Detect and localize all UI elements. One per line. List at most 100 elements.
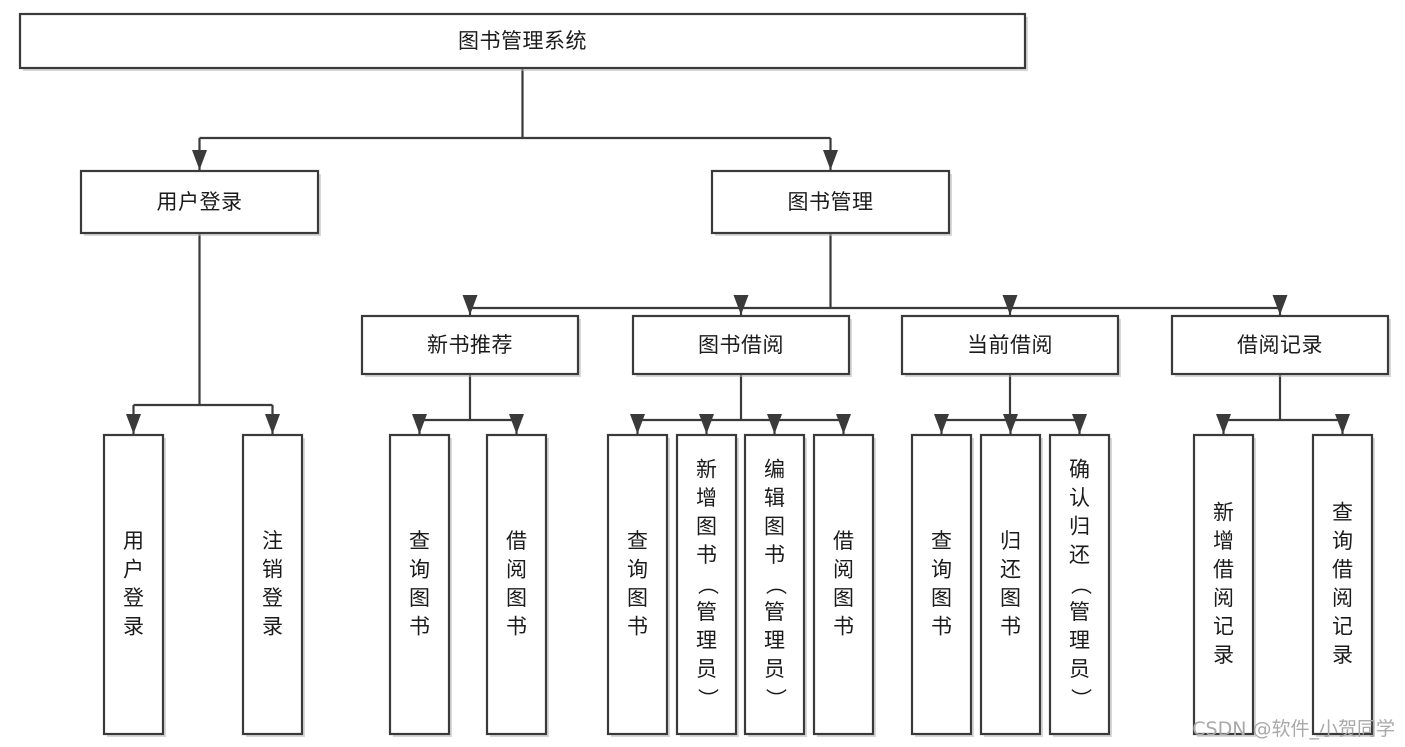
svg-text:管: 管 (1069, 600, 1090, 624)
svg-text:管: 管 (764, 600, 785, 624)
svg-text:）: ） (764, 688, 788, 709)
svg-text:查: 查 (1332, 500, 1353, 524)
svg-text:新: 新 (1213, 500, 1234, 524)
svg-text:记: 记 (1332, 614, 1353, 638)
svg-text:询: 询 (409, 557, 430, 581)
svg-text:（: （ (696, 574, 720, 595)
svg-text:增: 增 (1213, 529, 1234, 553)
svg-text:书: 书 (764, 543, 785, 567)
svg-text:户: 户 (123, 557, 144, 581)
svg-text:编: 编 (764, 458, 785, 482)
svg-text:图: 图 (764, 515, 785, 539)
svg-text:员: 员 (764, 657, 785, 681)
node-label: 用户登录 (157, 190, 243, 214)
node-current-borrow[interactable]: 当前借阅 (900, 314, 1121, 377)
svg-text:录: 录 (1213, 643, 1234, 667)
svg-text:询: 询 (931, 557, 952, 581)
svg-text:查: 查 (409, 529, 430, 553)
edges-layer (126, 68, 1350, 434)
svg-text:书: 书 (931, 614, 952, 638)
svg-text:图: 图 (627, 586, 648, 610)
svg-text:认: 认 (1069, 486, 1090, 510)
svg-text:员: 员 (696, 657, 717, 681)
svg-text:书: 书 (1000, 614, 1021, 638)
svg-text:还: 还 (1069, 543, 1090, 567)
svg-text:辑: 辑 (764, 486, 785, 510)
svg-text:确: 确 (1069, 458, 1090, 482)
svg-text:查: 查 (931, 529, 952, 553)
edge-group-user-login (126, 233, 280, 434)
csdn-watermark: CSDN @软件_小贺同学 (1192, 718, 1395, 740)
svg-text:（: （ (764, 574, 788, 595)
svg-text:理: 理 (696, 629, 717, 653)
svg-text:员: 员 (1069, 657, 1090, 681)
svg-text:记: 记 (1213, 614, 1234, 638)
svg-text:阅: 阅 (506, 557, 527, 581)
svg-text:录: 录 (262, 614, 283, 638)
edge-group-book-manage (462, 233, 1288, 315)
node-user-login[interactable]: 用户登录 (79, 169, 321, 236)
node-book-borrow[interactable]: 图书借阅 (631, 314, 852, 377)
svg-text:新: 新 (696, 458, 717, 482)
svg-text:查: 查 (627, 529, 648, 553)
svg-text:还: 还 (1000, 557, 1021, 581)
node-new-book-rec[interactable]: 新书推荐 (360, 314, 581, 377)
svg-text:归: 归 (1000, 529, 1021, 553)
svg-text:图: 图 (409, 586, 430, 610)
svg-text:）: ） (1069, 688, 1093, 709)
svg-text:录: 录 (123, 614, 144, 638)
svg-text:销: 销 (262, 557, 283, 581)
svg-text:管: 管 (696, 600, 717, 624)
edge-group-root (192, 68, 838, 170)
node-label: 图书管理 (788, 190, 874, 214)
node-label: 当前借阅 (967, 333, 1053, 357)
node-book-manage[interactable]: 图书管理 (710, 169, 952, 236)
svg-text:借: 借 (1213, 557, 1234, 581)
node-label: 新书推荐 (427, 333, 513, 357)
node-label: 图书管理系统 (458, 29, 587, 53)
node-root[interactable]: 图书管理系统 (18, 12, 1028, 71)
edge-group-book-borrow (630, 374, 851, 434)
edge-group-borrow-record (1216, 374, 1350, 434)
svg-text:书: 书 (696, 543, 717, 567)
svg-text:（: （ (1069, 574, 1093, 595)
svg-text:询: 询 (1332, 529, 1353, 553)
node-leaf-user-login[interactable]: 用户登录 (102, 433, 166, 737)
node-borrow-record[interactable]: 借阅记录 (1170, 314, 1391, 377)
svg-text:书: 书 (833, 614, 854, 638)
edge-group-new-book-rec (412, 374, 524, 434)
svg-text:增: 增 (696, 486, 717, 510)
svg-text:书: 书 (409, 614, 430, 638)
svg-text:询: 询 (627, 557, 648, 581)
nodes-layer: 图书管理系统用户登录图书管理新书推荐图书借阅当前借阅借阅记录用户登录注销登录查询… (18, 12, 1391, 737)
svg-text:图: 图 (931, 586, 952, 610)
svg-text:借: 借 (833, 529, 854, 553)
svg-text:图: 图 (833, 586, 854, 610)
svg-text:登: 登 (123, 586, 144, 610)
node-label: 用户登录 (123, 529, 144, 639)
